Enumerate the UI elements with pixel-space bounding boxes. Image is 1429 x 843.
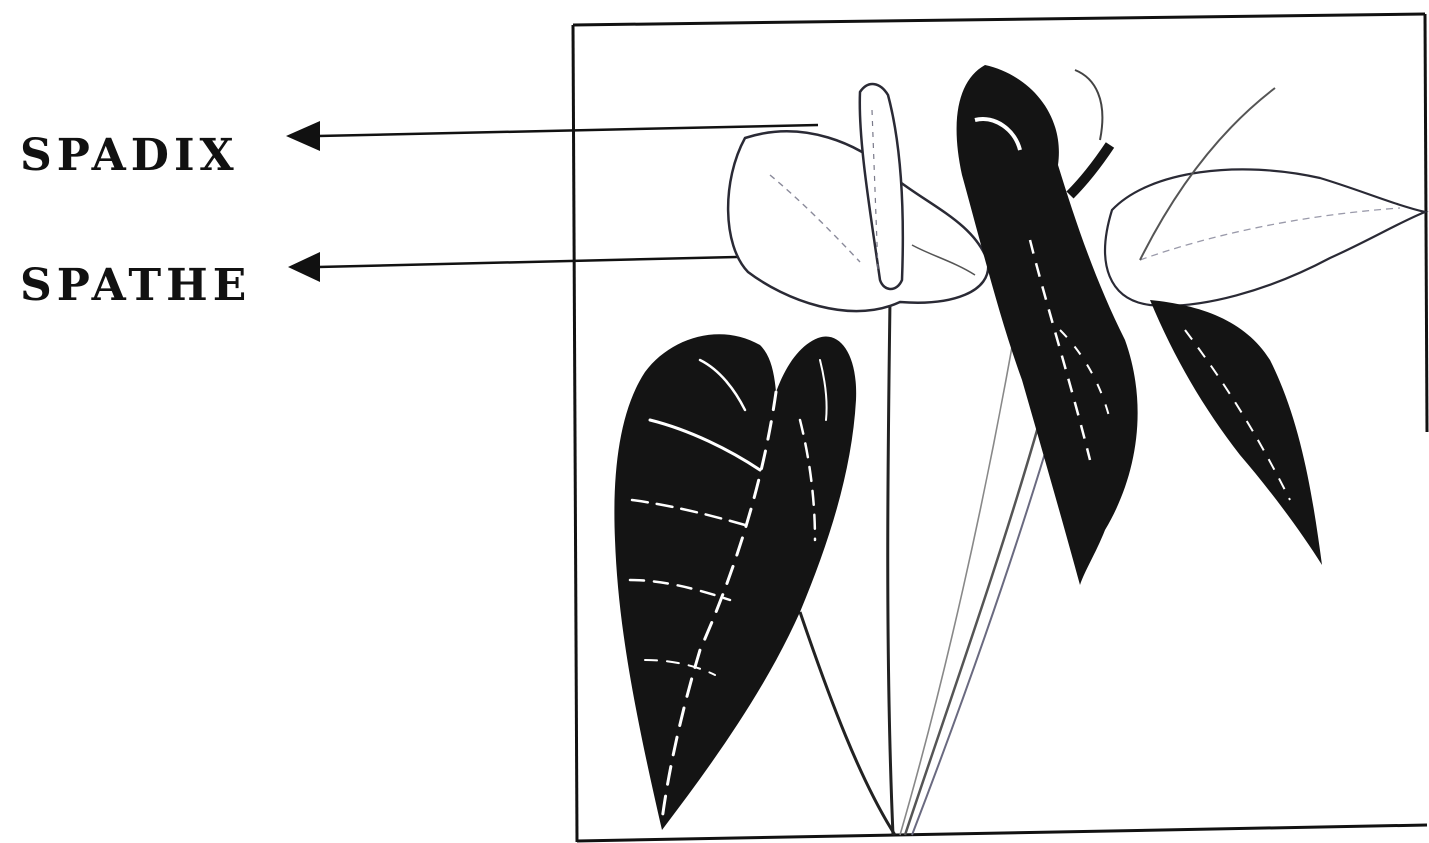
arrowhead-left-icon (288, 252, 320, 282)
spathe-front (728, 131, 988, 311)
leaf-right (1150, 300, 1322, 565)
spadix-pointer (286, 121, 818, 151)
leaf-heart (614, 334, 856, 830)
spathe-right (1105, 169, 1425, 305)
leaf-top (957, 65, 1138, 585)
arrowhead-left-icon (286, 121, 320, 151)
anthurium-plant-illustration (614, 65, 1425, 835)
